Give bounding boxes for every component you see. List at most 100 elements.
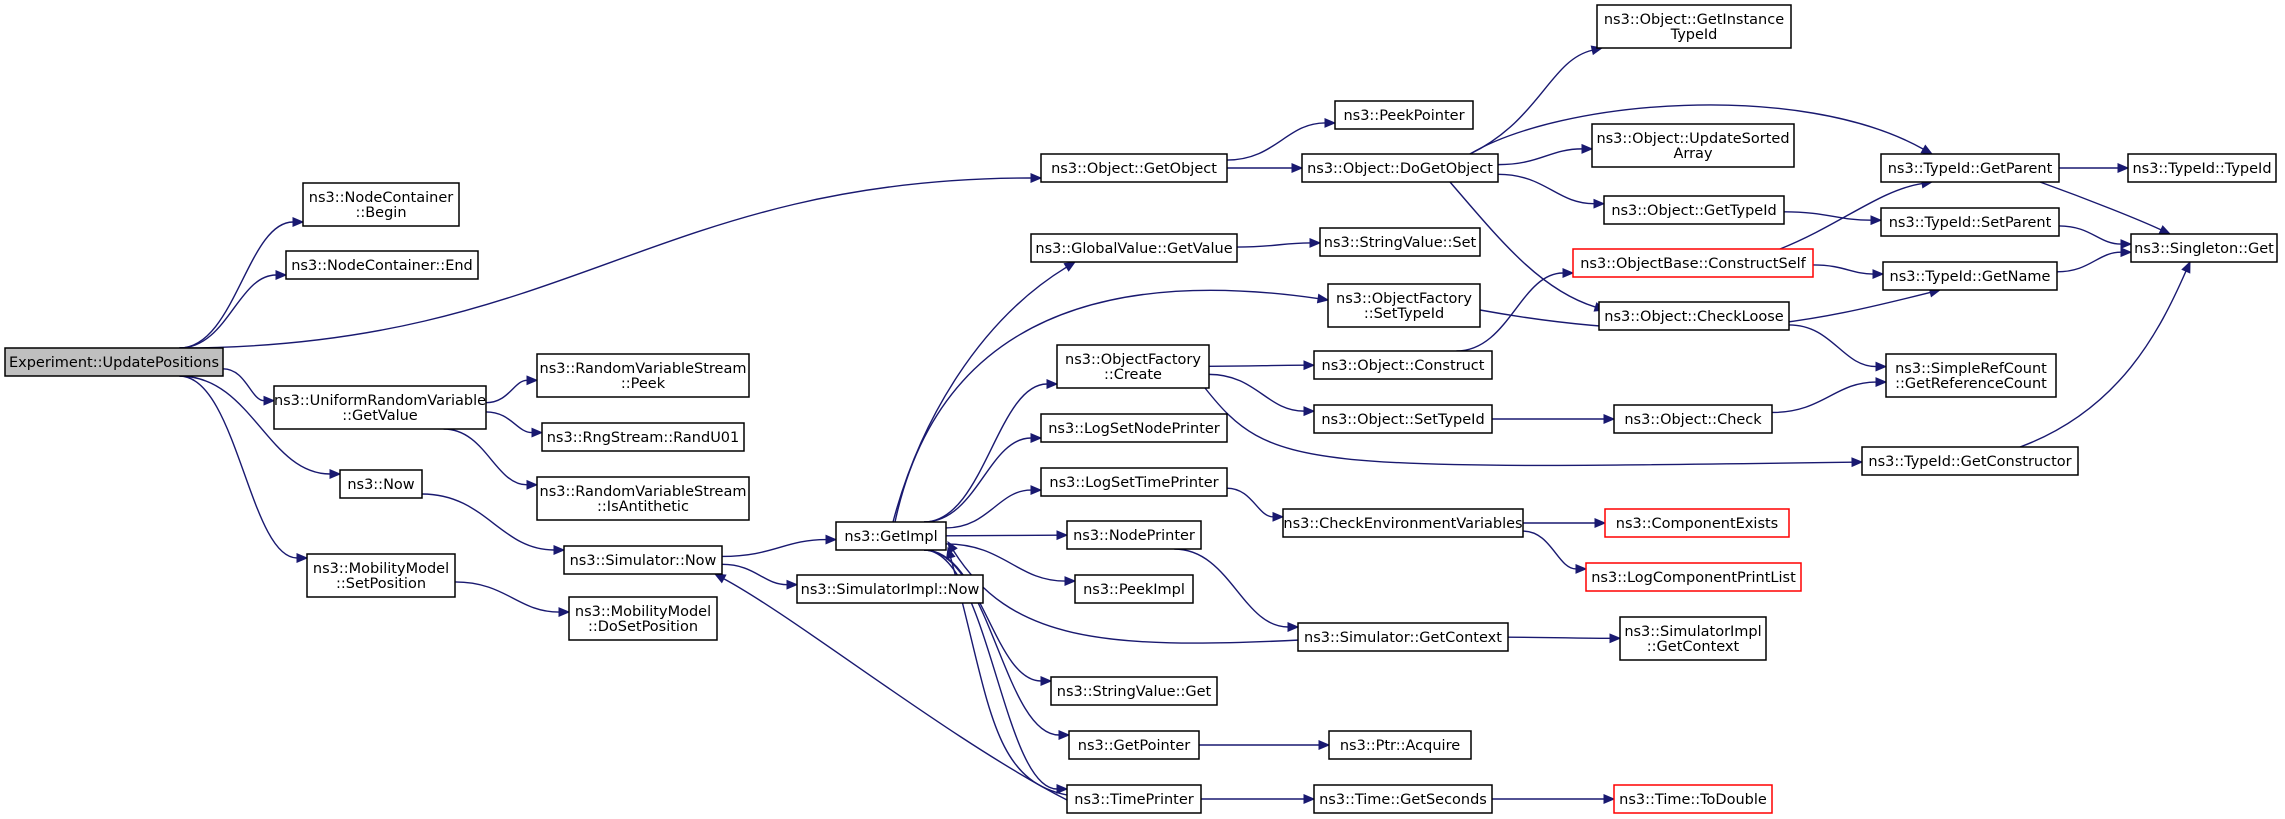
node-rvs-isanti[interactable]: ns3::RandomVariableStream::IsAntithetic: [536, 476, 750, 521]
node-label: ns3::NodePrinter: [1073, 528, 1195, 544]
edge-obj-dogetobject-to-obj-updatesorted: [1497, 143, 1594, 166]
node-label: ::Peek: [621, 376, 666, 392]
node-logsetnodeprinter[interactable]: ns3::LogSetNodePrinter: [1040, 413, 1228, 443]
node-sv-get[interactable]: ns3::StringValue::Get: [1050, 676, 1218, 706]
node-obj-construct[interactable]: ns3::Object::Construct: [1313, 350, 1493, 380]
node-getimpl[interactable]: ns3::GetImpl: [835, 521, 947, 551]
node-sim-now[interactable]: ns3::Simulator::Now: [563, 545, 723, 575]
edge-timeprinter-to-time-getseconds: [1200, 794, 1316, 804]
node-src-getrefcount[interactable]: ns3::SimpleRefCount::GetReferenceCount: [1885, 353, 2057, 398]
node-timeprinter[interactable]: ns3::TimePrinter: [1066, 784, 1202, 814]
edge-getimpl-to-logsettimeprinter: [945, 485, 1043, 529]
node-label: ns3::Simulator::Now: [570, 553, 717, 569]
edge-arrowhead: [526, 375, 539, 386]
node-logsettimeprinter[interactable]: ns3::LogSetTimePrinter: [1040, 467, 1228, 497]
node-tid-typeid[interactable]: ns3::TypeId::TypeId: [2127, 153, 2277, 183]
node-label: ::Begin: [355, 205, 406, 221]
node-box: [563, 545, 723, 575]
node-singleton-get[interactable]: ns3::Singleton::Get: [2130, 233, 2278, 263]
edge-arrowhead: [1851, 457, 1864, 468]
node-label: ::IsAntithetic: [597, 499, 689, 515]
edge-arrowhead: [1303, 406, 1316, 417]
node-ob-constructself[interactable]: ns3::ObjectBase::ConstructSelf: [1572, 248, 1814, 278]
node-logcompprint[interactable]: ns3::LogComponentPrintList: [1585, 562, 1802, 592]
node-now[interactable]: ns3::Now: [339, 469, 423, 499]
node-tid-getname[interactable]: ns3::TypeId::GetName: [1882, 261, 2058, 291]
node-time-todouble[interactable]: ns3::Time::ToDouble: [1613, 784, 1773, 814]
edge-line: [1456, 272, 1564, 352]
node-label: ns3::SimulatorImpl: [1624, 624, 1761, 640]
node-box: [1297, 622, 1509, 652]
node-sim-getcontext[interactable]: ns3::Simulator::GetContext: [1297, 622, 1509, 652]
node-getpointer[interactable]: ns3::GetPointer: [1068, 730, 1200, 760]
node-peekpointer[interactable]: ns3::PeekPointer: [1334, 100, 1474, 130]
node-tid-getconstructor[interactable]: ns3::TypeId::GetConstructor: [1861, 446, 2079, 476]
node-time-getseconds[interactable]: ns3::Time::GetSeconds: [1313, 784, 1493, 814]
node-nc-end[interactable]: ns3::NodeContainer::End: [285, 250, 479, 280]
edge-logsettimeprinter-to-checkenv: [1226, 487, 1285, 522]
node-label: ns3::GlobalValue::GetValue: [1035, 241, 1232, 257]
edge-line: [1226, 122, 1326, 161]
node-obj-dogetobject[interactable]: ns3::Object::DoGetObject: [1301, 153, 1499, 183]
node-label: ns3::SimulatorImpl::Now: [801, 582, 980, 598]
edge-arrowhead: [1056, 784, 1069, 794]
node-ptr-acquire[interactable]: ns3::Ptr::Acquire: [1328, 730, 1472, 760]
edge-line: [1779, 182, 1923, 250]
node-sv-set[interactable]: ns3::StringValue::Set: [1319, 227, 1481, 257]
edge-tid-getparent-to-tid-typeid: [2059, 163, 2130, 173]
edge-obj-getobject-to-peekpointer: [1226, 117, 1337, 161]
node-label: ns3::NodeContainer::End: [291, 258, 473, 274]
node-urv-getvalue[interactable]: ns3::UniformRandomVariable::GetValue: [273, 385, 487, 430]
edge-line: [1522, 530, 1577, 570]
node-label: ns3::Object::GetInstance: [1604, 12, 1784, 28]
node-root[interactable]: Experiment::UpdatePositions: [4, 347, 224, 377]
node-obj-checkloose[interactable]: ns3::Object::CheckLoose: [1598, 301, 1790, 331]
node-of-create[interactable]: ns3::ObjectFactory::Create: [1056, 344, 1210, 389]
node-of-settypeid[interactable]: ns3::ObjectFactory::SetTypeId: [1327, 283, 1481, 328]
edge-of-create-to-obj-settypeid: [1208, 373, 1316, 417]
node-label: ns3::CheckEnvironmentVariables: [1283, 516, 1522, 532]
edge-line: [1497, 173, 1595, 205]
node-obj-check[interactable]: ns3::Object::Check: [1613, 404, 1773, 434]
node-tid-getparent[interactable]: ns3::TypeId::GetParent: [1880, 153, 2060, 183]
edge-line: [1507, 636, 1611, 639]
node-simimpl-now[interactable]: ns3::SimulatorImpl::Now: [796, 574, 984, 604]
edge-arrowhead: [1046, 379, 1059, 389]
node-label: ns3::RandomVariableStream: [540, 361, 747, 377]
node-tid-setparent[interactable]: ns3::TypeId::SetParent: [1880, 207, 2060, 237]
edge-getimpl-to-peekimpl: [945, 543, 1077, 587]
node-box: [1040, 413, 1228, 443]
node-rng-randu01[interactable]: ns3::RngStream::RandU01: [541, 422, 745, 452]
edge-line: [721, 563, 788, 586]
node-label: ::GetReferenceCount: [1895, 376, 2047, 392]
node-label: ns3::Singleton::Get: [2134, 241, 2274, 257]
edge-line: [1497, 148, 1583, 166]
edge-tid-getname-to-singleton-get: [2056, 247, 2133, 273]
node-label: ns3::Object::GetTypeId: [1611, 203, 1776, 219]
edge-arrowhead: [2158, 225, 2172, 235]
node-box: [339, 469, 423, 499]
node-mm-dosetpos[interactable]: ns3::MobilityModel::DoSetPosition: [568, 596, 718, 641]
edge-line: [1469, 49, 1593, 155]
edge-sim-getcontext-to-simimpl-getcontext: [1507, 633, 1622, 644]
node-obj-getobject[interactable]: ns3::Object::GetObject: [1040, 153, 1228, 183]
node-obj-gettypeid[interactable]: ns3::Object::GetTypeId: [1603, 195, 1785, 225]
node-box: [1050, 676, 1218, 706]
node-gv-getvalue[interactable]: ns3::GlobalValue::GetValue: [1030, 233, 1238, 263]
node-checkenv[interactable]: ns3::CheckEnvironmentVariables: [1282, 508, 1524, 538]
node-rvs-peek[interactable]: ns3::RandomVariableStream::Peek: [536, 353, 750, 398]
node-nc-begin[interactable]: ns3::NodeContainer::Begin: [302, 182, 460, 227]
node-compexists[interactable]: ns3::ComponentExists: [1604, 508, 1790, 538]
node-label: ns3::Object::GetObject: [1051, 161, 1217, 177]
node-obj-settypeid[interactable]: ns3::Object::SetTypeId: [1313, 404, 1493, 434]
node-nodeprinter[interactable]: ns3::NodePrinter: [1066, 520, 1202, 550]
node-peekimpl[interactable]: ns3::PeekImpl: [1074, 574, 1194, 604]
edge-arrowhead: [1040, 676, 1053, 686]
node-mm-setpos[interactable]: ns3::MobilityModel::SetPosition: [306, 553, 456, 598]
edge-line: [945, 534, 1058, 537]
node-simimpl-getcontext[interactable]: ns3::SimulatorImpl::GetContext: [1619, 616, 1767, 661]
node-box: [1313, 350, 1493, 380]
edge-line: [179, 177, 1032, 349]
